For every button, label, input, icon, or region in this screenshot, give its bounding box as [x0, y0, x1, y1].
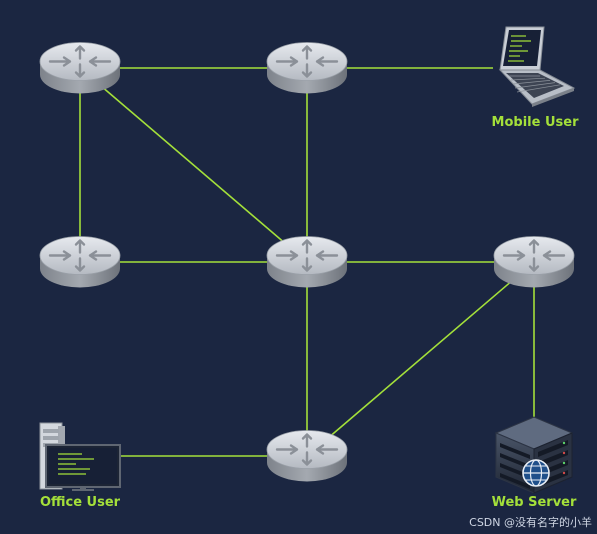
router-icon — [39, 236, 121, 288]
office-user-label: Office User — [39, 495, 121, 510]
router-icon — [266, 430, 348, 482]
nodes-layer — [39, 26, 576, 494]
link-r1-r4 — [79, 67, 308, 263]
router-icon — [493, 236, 575, 288]
laptop-icon — [498, 26, 576, 107]
router-icon — [266, 236, 348, 288]
web-server-label: Web Server — [491, 495, 577, 510]
web-server-icon — [494, 416, 574, 494]
watermark: CSDN @没有名字的小羊 — [469, 516, 592, 529]
router-icon — [266, 42, 348, 94]
mobile-user-label: Mobile User — [491, 115, 579, 130]
desktop-pc-icon — [39, 422, 121, 491]
router-icon — [39, 42, 121, 94]
link-r5-r6 — [306, 261, 535, 457]
